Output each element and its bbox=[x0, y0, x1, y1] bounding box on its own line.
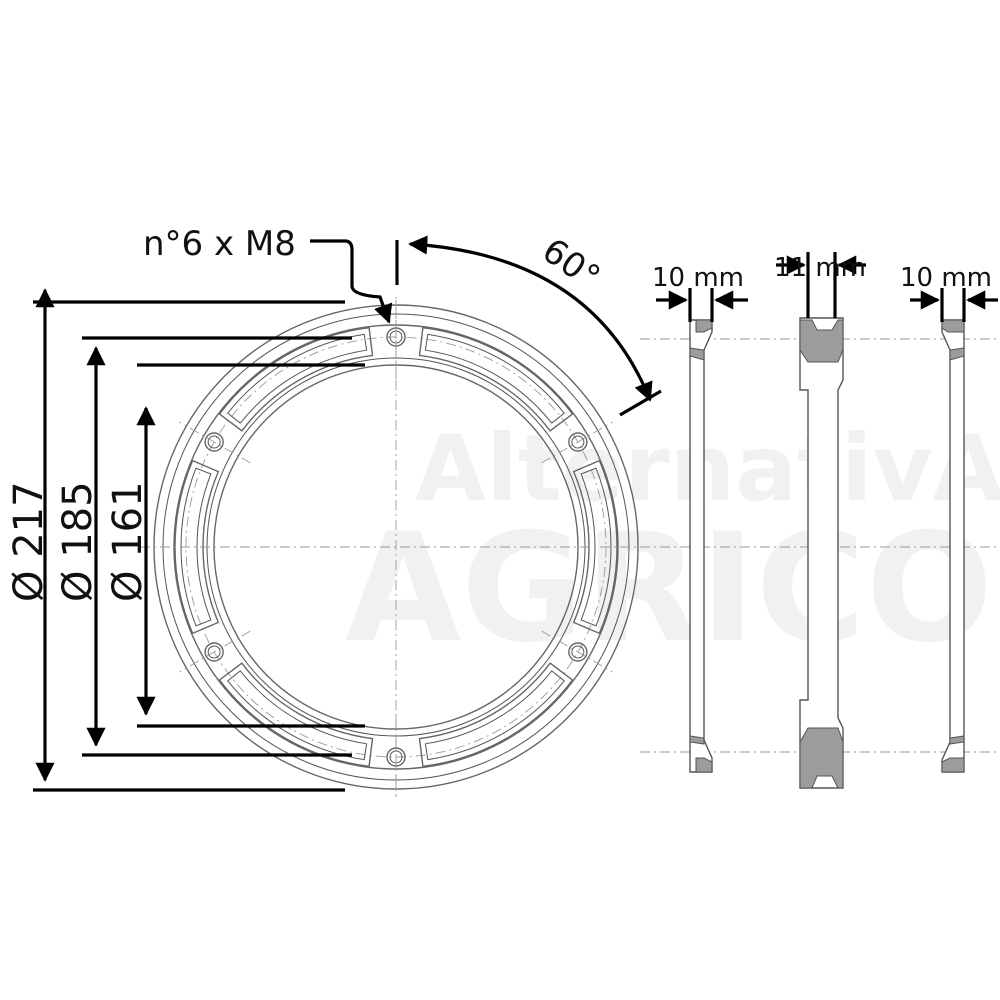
mounting-hole-thread bbox=[571, 435, 585, 449]
watermark-line2: AGRICOLA bbox=[345, 502, 1000, 676]
width-label-left: 10 mm bbox=[652, 263, 744, 293]
watermark: AlternativA AGRICOLA bbox=[345, 415, 1000, 676]
watermark-line1: AlternativA bbox=[415, 415, 1000, 522]
slot-inner-outline bbox=[424, 670, 565, 761]
profile-right-top-shade bbox=[941, 319, 965, 333]
profile-right-bottom-slope bbox=[949, 735, 965, 745]
mounting-hole bbox=[204, 642, 224, 662]
width-label-center: 11 mm bbox=[774, 253, 866, 283]
mounting-hole-thread bbox=[207, 645, 221, 659]
profile-left-bottom-shade bbox=[695, 757, 713, 773]
slot-outline bbox=[218, 662, 374, 768]
angle-label: 60° bbox=[535, 231, 607, 298]
slot-outline bbox=[174, 459, 220, 635]
side-profile-left bbox=[689, 319, 713, 773]
profile-left-top-shade bbox=[695, 319, 713, 333]
profile-center-top-shade bbox=[799, 319, 844, 363]
mounting-hole bbox=[204, 432, 224, 452]
mounting-hole-thread bbox=[571, 645, 585, 659]
mounting-hole-group bbox=[204, 327, 588, 767]
angle-reference-line-60 bbox=[619, 389, 662, 417]
slot-inner-outline bbox=[580, 467, 612, 627]
profile-left-bottom-slope bbox=[689, 735, 705, 745]
angle-arc-arrow bbox=[408, 235, 653, 402]
profile-center-bottom-shade bbox=[799, 727, 844, 789]
diameter-label-161: Ø 161 bbox=[105, 481, 151, 602]
thread-leader-line bbox=[310, 239, 393, 324]
slot-inner-outline bbox=[227, 333, 368, 424]
profile-right-body bbox=[941, 319, 965, 773]
mounting-hole-thread bbox=[207, 435, 221, 449]
radial-centerline bbox=[179, 630, 251, 673]
slot-outline bbox=[218, 326, 374, 432]
side-profile-right bbox=[941, 319, 965, 773]
radial-centerline bbox=[541, 421, 613, 464]
thread-callout-label: n°6 x M8 bbox=[143, 224, 296, 264]
width-dimensions bbox=[656, 252, 998, 322]
diameter-label-185: Ø 185 bbox=[55, 481, 101, 602]
slot-outline bbox=[418, 662, 574, 768]
profile-right-bottom-shade bbox=[941, 757, 965, 773]
mounting-hole bbox=[568, 642, 588, 662]
profile-left-top-slope bbox=[689, 347, 705, 361]
slot-inner-outline bbox=[227, 670, 368, 761]
slot-outline bbox=[572, 459, 618, 635]
width-label-right: 10 mm bbox=[900, 263, 992, 293]
profile-right-top-slope bbox=[949, 347, 965, 361]
side-profile-center bbox=[799, 317, 844, 789]
mounting-hole bbox=[568, 432, 588, 452]
slot-inner-outline bbox=[180, 467, 212, 627]
dimension-lines bbox=[33, 288, 365, 792]
radial-centerline bbox=[179, 421, 251, 464]
radial-centerline bbox=[541, 630, 613, 673]
diameter-label-217: Ø 217 bbox=[6, 481, 52, 602]
